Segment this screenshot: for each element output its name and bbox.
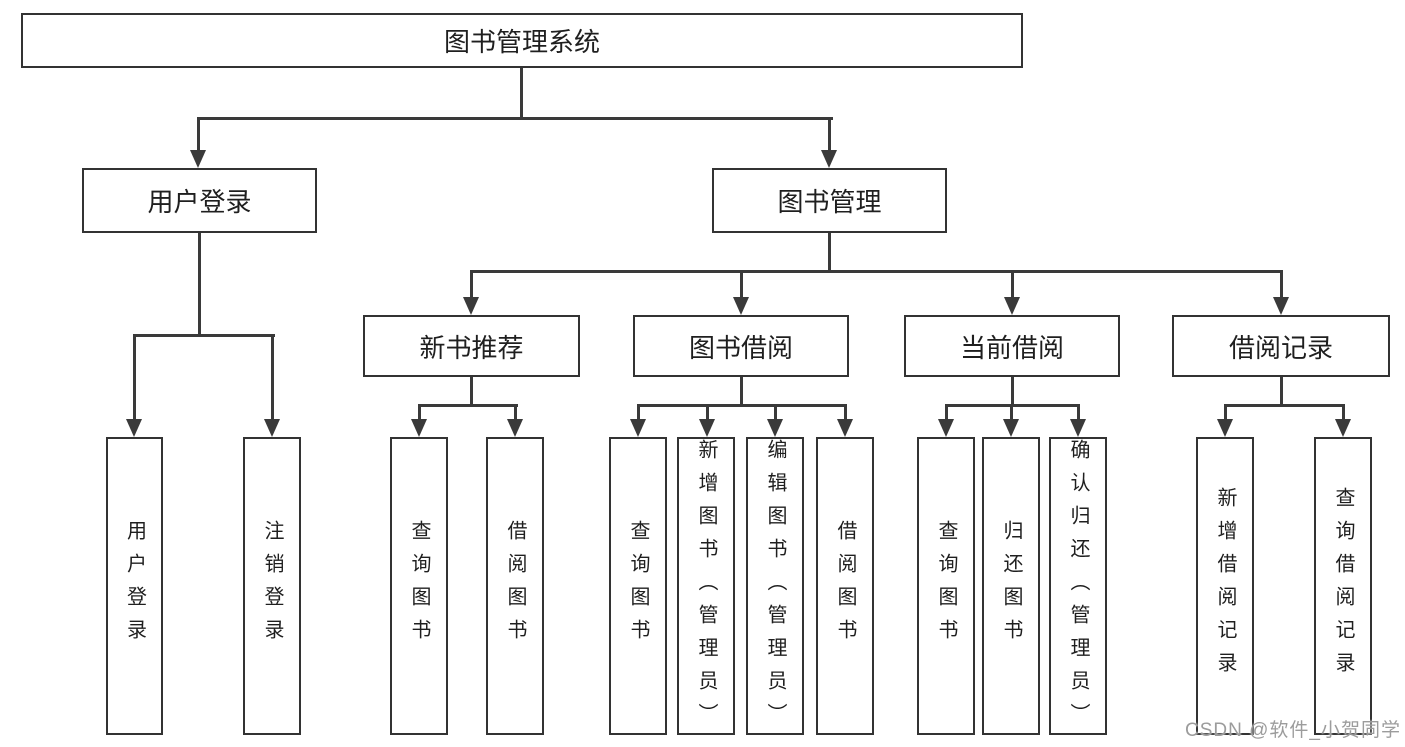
connector-line [133, 334, 275, 337]
node-label: 图书管理系统 [443, 27, 600, 57]
connector-line [470, 377, 473, 407]
arrow-down-icon [767, 419, 783, 437]
arrow-down-icon [733, 297, 749, 315]
arrow-down-icon [938, 419, 954, 437]
leaf-label: 编辑图书（管理员） [764, 439, 786, 736]
node-label: 用户登录 [147, 187, 252, 217]
connector-line [418, 404, 421, 421]
leaf-return-books: 归还图书 [982, 437, 1040, 735]
node-borrowing-records: 借阅记录 [1172, 315, 1390, 377]
arrow-down-icon [190, 150, 206, 168]
leaf-label: 借阅图书 [504, 520, 526, 652]
leaf-label: 借阅图书 [834, 520, 856, 652]
leaf-label: 注销登录 [261, 520, 283, 652]
leaf-label: 查询图书 [408, 520, 430, 652]
leaf-borrow-books-2: 借阅图书 [816, 437, 874, 735]
connector-line [637, 404, 640, 421]
leaf-query-books-1: 查询图书 [390, 437, 448, 735]
connector-line [470, 270, 1283, 273]
connector-line [418, 404, 518, 407]
arrow-down-icon [1070, 419, 1086, 437]
connector-line [1224, 404, 1227, 421]
connector-line [1280, 377, 1283, 407]
arrow-down-icon [463, 297, 479, 315]
node-label: 当前借阅 [959, 332, 1064, 363]
arrow-down-icon [264, 419, 280, 437]
leaf-query-borrow-record: 查询借阅记录 [1314, 437, 1372, 735]
leaf-add-books-admin: 新增图书（管理员） [677, 437, 735, 736]
connector-line [1011, 377, 1014, 407]
leaf-query-books-3: 查询图书 [917, 437, 975, 735]
connector-line [198, 233, 201, 336]
connector-line [740, 270, 743, 299]
csdn-watermark: CSDN @软件_小贺同学 [1185, 720, 1401, 741]
connector-line [945, 404, 948, 421]
connector-line [844, 404, 847, 421]
arrow-down-icon [1273, 297, 1289, 315]
connector-line [1010, 404, 1013, 421]
leaf-logout: 注销登录 [243, 437, 301, 735]
arrow-down-icon [1217, 419, 1233, 437]
node-book-management: 图书管理 [712, 168, 947, 233]
connector-line [828, 233, 831, 273]
node-current-borrowing: 当前借阅 [904, 315, 1120, 377]
connector-line [514, 404, 517, 421]
leaf-edit-books-admin: 编辑图书（管理员） [746, 437, 804, 736]
connector-line [197, 117, 833, 120]
node-library-management-system: 图书管理系统 [21, 13, 1023, 68]
leaf-label: 查询借阅记录 [1332, 487, 1354, 685]
arrow-down-icon [630, 419, 646, 437]
arrow-down-icon [837, 419, 853, 437]
connector-line [1342, 404, 1345, 421]
connector-line [133, 334, 136, 421]
node-book-borrowing: 图书借阅 [633, 315, 849, 377]
leaf-label: 新增借阅记录 [1214, 487, 1236, 685]
arrow-down-icon [1335, 419, 1351, 437]
connector-line [1077, 404, 1080, 421]
node-label: 借阅记录 [1228, 332, 1333, 363]
connector-line [828, 117, 831, 152]
arrow-down-icon [699, 419, 715, 437]
leaf-borrow-books-1: 借阅图书 [486, 437, 544, 735]
arrow-down-icon [507, 419, 523, 437]
arrow-down-icon [126, 419, 142, 437]
arrow-down-icon [821, 150, 837, 168]
connector-line [637, 404, 847, 407]
arrow-down-icon [1003, 419, 1019, 437]
connector-line [706, 404, 709, 421]
connector-line [774, 404, 777, 421]
connector-line [1280, 270, 1283, 299]
node-new-book-recommendation: 新书推荐 [363, 315, 580, 377]
arrow-down-icon [411, 419, 427, 437]
connector-line [271, 334, 274, 421]
leaf-label: 用户登录 [123, 520, 146, 652]
leaf-query-books-2: 查询图书 [609, 437, 667, 735]
leaf-add-borrow-record: 新增借阅记录 [1196, 437, 1254, 735]
node-label: 图书借阅 [688, 332, 793, 363]
leaf-user-login: 用户登录 [106, 437, 163, 735]
connector-line [1011, 270, 1014, 299]
arrow-down-icon [1004, 297, 1020, 315]
leaf-label: 确认归还（管理员） [1067, 439, 1089, 736]
connector-line [520, 67, 523, 119]
leaf-label: 新增图书（管理员） [695, 439, 717, 736]
node-label: 图书管理 [777, 187, 882, 217]
leaf-label: 查询图书 [627, 520, 649, 652]
node-user-login: 用户登录 [82, 168, 317, 233]
connector-line [197, 117, 200, 152]
node-label: 新书推荐 [419, 332, 524, 363]
leaf-confirm-return-admin: 确认归还（管理员） [1049, 437, 1107, 736]
connector-line [740, 377, 743, 407]
connector-line [470, 270, 473, 299]
leaf-label: 归还图书 [1000, 520, 1022, 652]
leaf-label: 查询图书 [935, 520, 957, 652]
connector-line [1224, 404, 1345, 407]
